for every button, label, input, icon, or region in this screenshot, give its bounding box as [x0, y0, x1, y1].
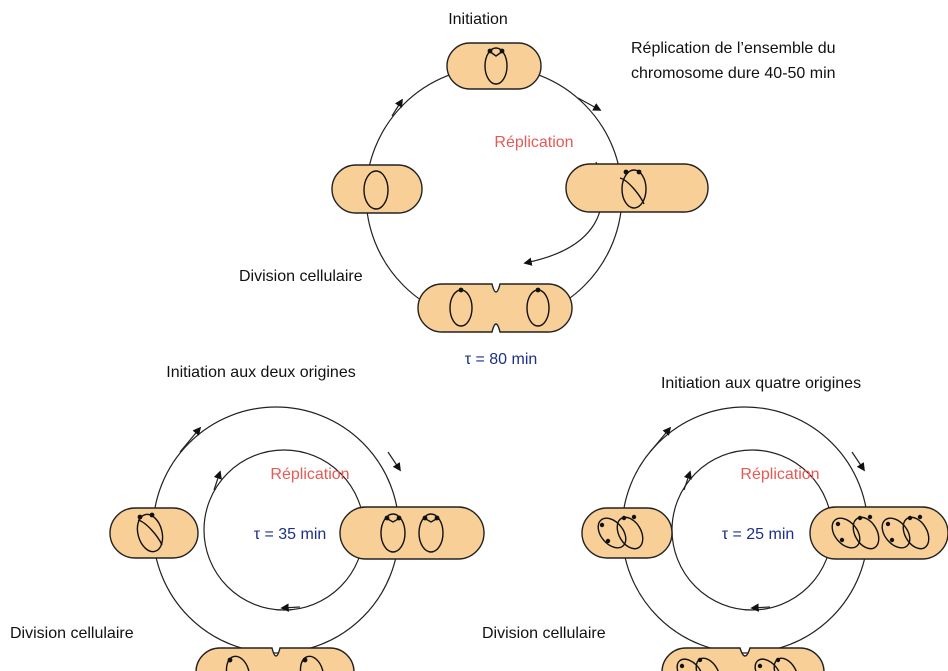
top-ring-arrow-1	[577, 97, 602, 111]
right-cell-replicating	[809, 506, 948, 560]
left-cell-dividing	[195, 647, 355, 671]
right-cell-newborn	[581, 507, 673, 559]
left-replication-label: Réplication	[270, 466, 349, 483]
left-ring-arrow-1	[179, 426, 202, 453]
top-tau-label: τ = 80 min	[465, 351, 538, 368]
right-ring-arrow-1	[649, 426, 672, 453]
right-cycle: Initiation aux quatre origines Réplicati…	[482, 375, 948, 671]
left-cell-replicating	[339, 506, 485, 560]
left-cell-newborn	[109, 507, 199, 559]
left-cycle: Initiation aux deux origines Réplication…	[10, 364, 485, 671]
top-division-label: Division cellulaire	[239, 268, 363, 285]
top-ring-arrow-2	[391, 98, 403, 117]
right-tau-label: τ = 25 min	[722, 526, 795, 543]
replication-note-line2: chromosome dure 40-50 min	[631, 65, 836, 82]
left-division-label: Division cellulaire	[10, 625, 134, 642]
cell-initiation	[446, 42, 542, 90]
left-ring-arrow-2	[387, 451, 401, 472]
left-tau-label: τ = 35 min	[254, 526, 327, 543]
right-division-label: Division cellulaire	[482, 625, 606, 642]
top-initiation-label: Initiation	[448, 11, 508, 28]
right-ring-arrow-2	[851, 451, 865, 472]
right-inner-arrow-2	[750, 603, 771, 612]
cell-replicating	[565, 163, 709, 213]
right-initiation-label: Initiation aux quatre origines	[661, 375, 861, 392]
right-cell-dividing	[661, 647, 825, 671]
right-inner-arrow-1	[683, 470, 692, 491]
left-inner-arrow-1	[213, 470, 222, 491]
replication-note-line1: Réplication de l’ensemble du	[631, 40, 836, 57]
cell-dividing	[417, 283, 573, 333]
top-cycle: Initiation Réplication de l’ensemble du …	[239, 11, 836, 368]
left-initiation-label: Initiation aux deux origines	[166, 364, 355, 381]
right-replication-label: Réplication	[740, 466, 819, 483]
cell-newborn	[331, 164, 423, 214]
top-replication-label: Réplication	[494, 134, 573, 151]
left-inner-arrow-2	[280, 603, 301, 612]
